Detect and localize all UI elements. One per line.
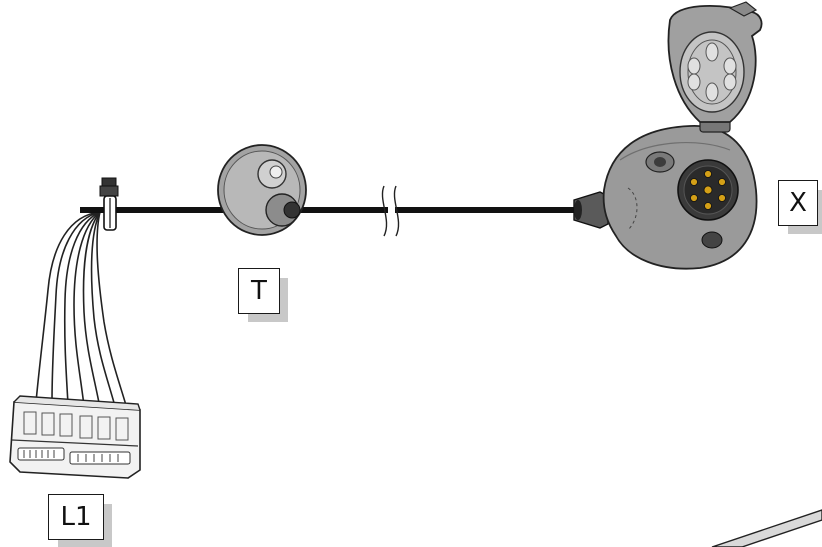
bracket-edge xyxy=(711,509,822,547)
cable-clip-icon xyxy=(99,177,119,231)
label-grommet-text: T xyxy=(238,268,280,314)
wiring-connector-icon xyxy=(9,395,141,479)
label-grommet: T xyxy=(238,268,290,326)
label-connector: L1 xyxy=(48,494,114,547)
rubber-grommet-icon xyxy=(217,144,307,236)
label-socket-text: X xyxy=(778,180,818,226)
label-connector-text: L1 xyxy=(48,494,104,540)
label-socket: X xyxy=(778,180,822,238)
cable-break-icon xyxy=(381,185,400,237)
trailer-socket-icon xyxy=(573,1,763,270)
connector-wires xyxy=(35,211,129,413)
